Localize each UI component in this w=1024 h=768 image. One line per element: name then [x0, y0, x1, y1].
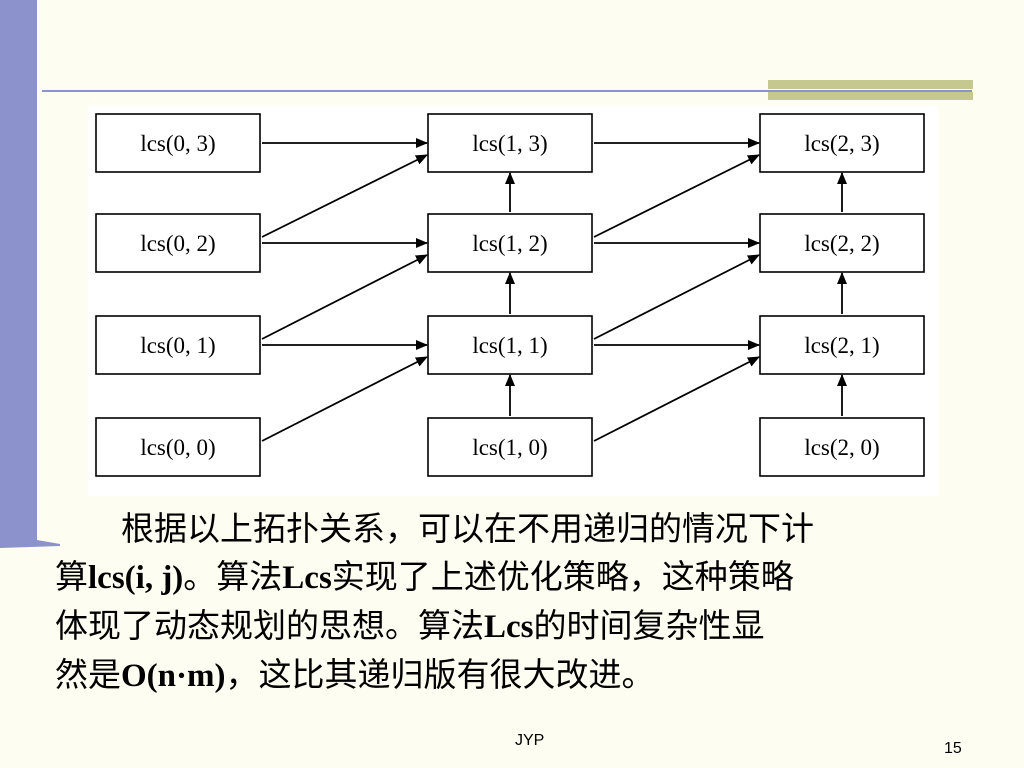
node-n01: lcs(0, 1) [95, 315, 261, 375]
left-accent-bar [0, 0, 37, 545]
node-label: lcs(2, 0) [804, 435, 879, 460]
text-segment: 体现了动态规划的思想。算法 [55, 606, 484, 645]
explanation-paragraph: 根据以上拓扑关系，可以在不用递归的情况下计 算lcs(i, j)。算法Lcs实现… [55, 505, 955, 700]
paragraph-line-4: 然是O(n·m)，这比其递归版有很大改进。 [55, 651, 955, 700]
footer-author: JYP [515, 732, 545, 749]
node-n20: lcs(2, 0) [759, 417, 925, 477]
paragraph-line-2: 算lcs(i, j)。算法Lcs实现了上述优化策略，这种策略 [55, 553, 955, 602]
formula-lcs-ij: lcs(i, j) [88, 560, 184, 596]
left-accent-bar-tail [0, 540, 60, 548]
node-box [759, 213, 925, 273]
node-box [427, 315, 593, 375]
algorithm-name: Lcs [484, 609, 534, 645]
node-n10: lcs(1, 0) [427, 417, 593, 477]
node-label: lcs(1, 2) [472, 231, 547, 256]
node-label: lcs(2, 2) [804, 231, 879, 256]
node-label: lcs(2, 3) [804, 131, 879, 156]
paragraph-line-1: 根据以上拓扑关系，可以在不用递归的情况下计 [55, 505, 955, 553]
node-label: lcs(2, 1) [804, 333, 879, 358]
node-n11: lcs(1, 1) [427, 315, 593, 375]
dependency-diagram: lcs(0, 3) lcs(0, 2) lcs(0, 1) lcs(0, 0) lcs(… [88, 106, 938, 496]
algorithm-name: Lcs [282, 560, 332, 596]
node-label: lcs(1, 1) [472, 333, 547, 358]
node-box [95, 417, 261, 477]
title-divider [42, 90, 972, 92]
node-label: lcs(0, 1) [140, 333, 215, 358]
page-number: 15 [944, 740, 962, 757]
text-segment: 。算法 [183, 557, 283, 596]
node-n21: lcs(2, 1) [759, 315, 925, 375]
node-box [95, 315, 261, 375]
node-box [427, 417, 593, 477]
node-box [427, 213, 593, 273]
node-box [95, 113, 261, 173]
corner-decoration [768, 80, 973, 89]
text-segment: 实现了上述优化策略，这种策略 [331, 557, 794, 596]
node-label: lcs(1, 0) [472, 435, 547, 460]
node-n02: lcs(0, 2) [95, 213, 261, 273]
node-n22: lcs(2, 2) [759, 213, 925, 273]
complexity-formula: O(n·m) [121, 658, 226, 694]
text-segment: ，这比其递归版有很大改进。 [225, 655, 655, 694]
corner-decoration-lower [768, 92, 973, 100]
node-n03: lcs(0, 3) [95, 113, 261, 173]
edge-n10-n21 [593, 356, 760, 442]
paragraph-line-3: 体现了动态规划的思想。算法Lcs的时间复杂性显 [55, 602, 955, 651]
node-label: lcs(0, 2) [140, 231, 215, 256]
text-segment: 然是 [55, 655, 121, 694]
node-n00: lcs(0, 0) [95, 417, 261, 477]
node-box [759, 417, 925, 477]
node-n13: lcs(1, 3) [427, 113, 593, 173]
edge-n11-n22 [593, 254, 760, 340]
node-box [427, 113, 593, 173]
node-box [759, 113, 925, 173]
node-label: lcs(0, 0) [140, 435, 215, 460]
text-segment: 算 [55, 557, 88, 596]
node-label: lcs(1, 3) [472, 131, 547, 156]
edge-n01-n12 [261, 254, 428, 340]
edge-n00-n11 [261, 356, 428, 442]
dependency-graph: lcs(0, 3) lcs(0, 2) lcs(0, 1) lcs(0, 0) lcs(… [95, 113, 925, 477]
node-label: lcs(0, 3) [140, 131, 215, 156]
edge-n02-n13 [261, 154, 428, 238]
node-box [95, 213, 261, 273]
text-segment: 的时间复杂性显 [533, 606, 765, 645]
node-n23: lcs(2, 3) [759, 113, 925, 173]
text-segment: 根据以上拓扑关系，可以在不用递归的情况下计 [55, 509, 814, 548]
node-n12: lcs(1, 2) [427, 213, 593, 273]
edge-n12-n23 [593, 154, 760, 238]
node-box [759, 315, 925, 375]
